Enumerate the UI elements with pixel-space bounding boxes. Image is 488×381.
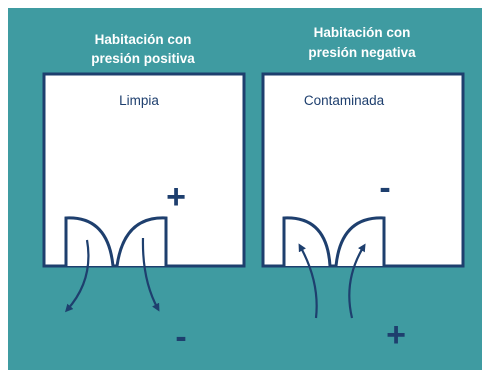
room-positive-outside-sign: - <box>175 318 186 356</box>
door-left-positive <box>64 216 115 267</box>
airflow-arrow-in-right <box>348 243 366 319</box>
room-positive-title-line2: presión positiva <box>91 51 195 66</box>
airflow-arrow-out-right <box>141 237 160 312</box>
room-negative-outside-sign: + <box>386 316 406 354</box>
door-right-positive <box>115 216 168 267</box>
room-positive-inside-sign: + <box>166 178 186 216</box>
room-negative-inside-sign: - <box>379 169 390 207</box>
room-negative-doors <box>282 216 386 267</box>
room-negative-title-line2: presión negativa <box>308 45 416 60</box>
airflow-arrow-out-left <box>64 239 90 313</box>
room-negative-label: Contaminada <box>304 93 385 108</box>
room-positive-title-line1: Habitación con <box>95 32 192 47</box>
airflow-arrow-in-left <box>298 243 318 319</box>
room-positive-doors <box>64 216 168 267</box>
room-negative-airflow <box>298 243 366 319</box>
door-right-negative <box>334 216 386 267</box>
room-positive-label: Limpia <box>119 93 159 108</box>
room-negative-title-line1: Habitación con <box>314 25 411 40</box>
door-left-negative <box>282 216 332 267</box>
room-positive-airflow <box>64 237 160 313</box>
